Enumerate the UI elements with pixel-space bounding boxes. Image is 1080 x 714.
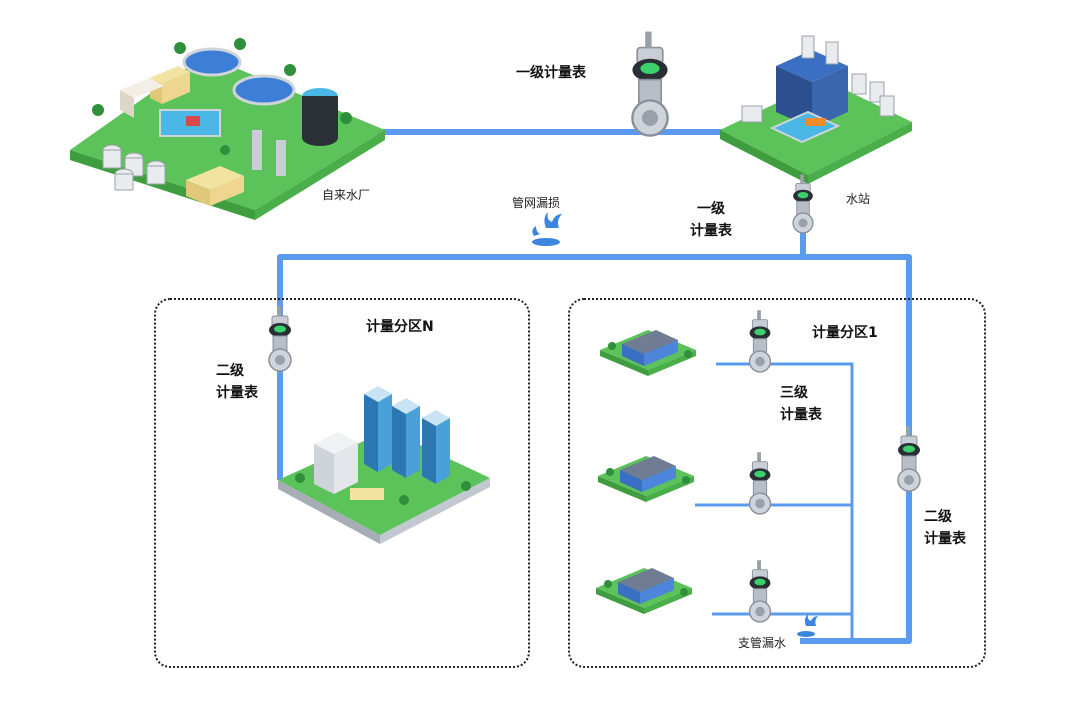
label-meter-level2-left-line1: 二级 bbox=[216, 363, 244, 379]
label-meter-level3: 三级 计量表 bbox=[780, 382, 822, 426]
water-leak-icon bbox=[532, 212, 562, 246]
label-water-plant: 自来水厂 bbox=[322, 188, 371, 202]
water-station-illustration bbox=[720, 35, 912, 184]
label-meter-level2-right-line2: 计量表 bbox=[924, 531, 966, 547]
label-zone-1: 计量分区1 bbox=[812, 325, 878, 341]
residential-illustration bbox=[278, 386, 490, 544]
label-meter-level1: 一级 计量表 bbox=[690, 198, 732, 242]
label-meter-top: 一级计量表 bbox=[516, 65, 586, 81]
zone-1-boundary bbox=[568, 298, 986, 668]
label-zone-n: 计量分区N bbox=[366, 319, 434, 335]
water-plant-illustration bbox=[70, 38, 385, 220]
zone-n-boundary bbox=[154, 298, 530, 668]
label-meter-level3-line1: 三级 bbox=[780, 385, 808, 401]
meter-icon-station bbox=[792, 173, 814, 234]
label-meter-level2-left: 二级 计量表 bbox=[216, 360, 258, 404]
label-meter-level3-line2: 计量表 bbox=[780, 407, 822, 423]
label-meter-level2-right: 二级 计量表 bbox=[924, 506, 966, 550]
meter-icon-top bbox=[631, 30, 669, 137]
label-water-station: 水站 bbox=[846, 192, 871, 206]
label-meter-level1-line1: 一级 bbox=[697, 201, 725, 217]
label-meter-level2-right-line1: 二级 bbox=[924, 509, 952, 525]
label-meter-level1-line2: 计量表 bbox=[690, 223, 732, 239]
branch-leak-icon bbox=[797, 614, 818, 637]
label-branch-leak: 支管漏水 bbox=[738, 636, 787, 650]
label-meter-level2-left-line2: 计量表 bbox=[216, 385, 258, 401]
label-pipe-leak: 管网漏损 bbox=[512, 196, 561, 210]
